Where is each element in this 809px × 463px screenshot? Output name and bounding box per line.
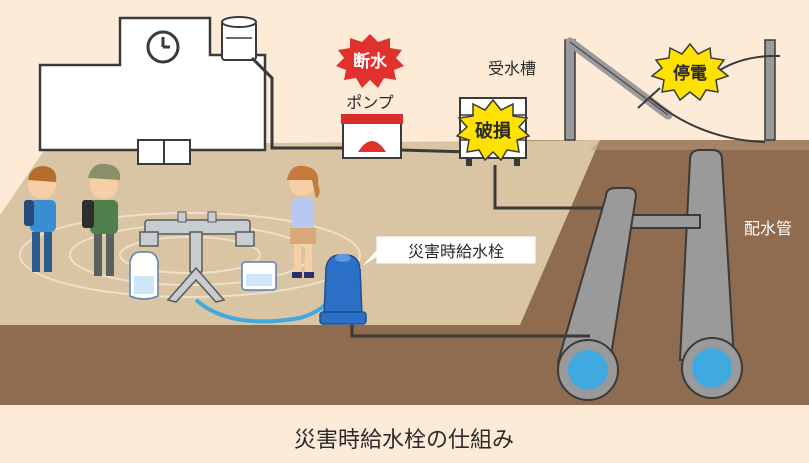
cutoff-burst: 断水 xyxy=(336,34,404,88)
roof-pipe xyxy=(250,56,345,150)
utility-pole xyxy=(564,37,781,143)
cutoff-label: 断水 xyxy=(353,51,388,72)
diagram-caption: 災害時給水栓の仕組み xyxy=(294,428,514,453)
ground-edge xyxy=(590,140,809,150)
outage-label: 停電 xyxy=(673,63,707,84)
main-label: 配水管 xyxy=(744,219,792,238)
pipe-opening-left xyxy=(557,339,619,401)
pump-label: ポンプ xyxy=(346,93,394,112)
rooftop-tank xyxy=(221,16,257,61)
ground-ripple-1 xyxy=(19,212,361,298)
clock-icon xyxy=(146,30,180,64)
water-stand xyxy=(129,211,277,303)
school-building xyxy=(38,16,267,165)
hose xyxy=(194,298,332,324)
person-girl xyxy=(287,165,320,278)
pump xyxy=(341,114,403,159)
tank-to-main-pipe xyxy=(493,165,620,210)
person-boy-left xyxy=(24,166,57,272)
hydrant-label: 災害時給水栓 xyxy=(408,242,504,261)
hydrant-callout: 災害時給水栓 xyxy=(359,235,537,269)
outage-burst: 停電 xyxy=(650,42,730,102)
damage-label: 破損 xyxy=(475,120,512,142)
hydrant-icon xyxy=(319,254,367,325)
water-main xyxy=(556,149,743,401)
person-boy-middle xyxy=(82,163,121,276)
damage-burst: 破損 xyxy=(455,98,531,162)
pump-pipe xyxy=(399,148,471,154)
tank-label: 受水槽 xyxy=(488,59,536,78)
pipe-opening-right xyxy=(681,337,743,399)
